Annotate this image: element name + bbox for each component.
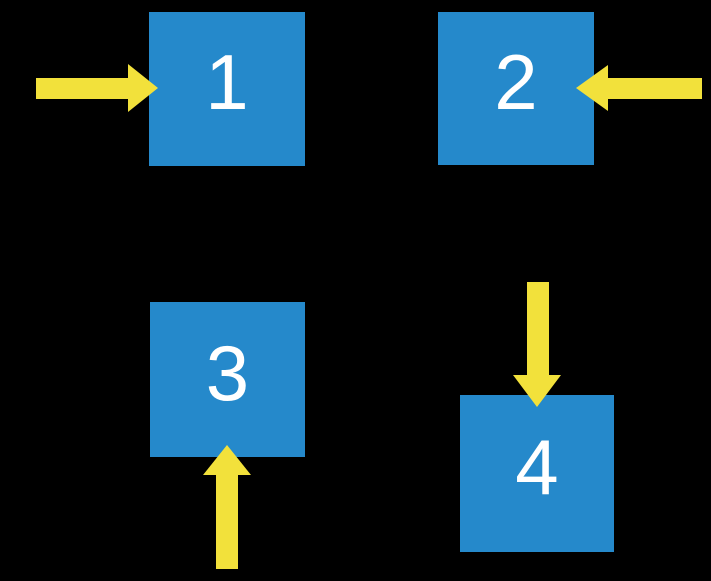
arrow-left-head [576, 65, 608, 111]
square-3: 3 [150, 302, 305, 457]
square-3-label: 3 [205, 328, 250, 417]
square-2: 2 [438, 12, 594, 165]
arrow-up-shaft [216, 475, 238, 569]
arrow-up-icon [203, 445, 252, 569]
square-4: 4 [460, 395, 614, 552]
arrow-left-icon [576, 65, 702, 112]
arrow-down-shaft [527, 282, 549, 375]
arrow-up-head [203, 445, 251, 475]
square-4-label: 4 [515, 422, 559, 511]
arrow-right-head [128, 64, 158, 112]
arrow-down-icon [513, 282, 562, 407]
arrow-right-icon [36, 64, 158, 113]
arrow-left-shaft [608, 78, 702, 99]
square-2-label: 2 [494, 37, 538, 126]
arrow-right-shaft [36, 78, 128, 99]
square-1: 1 [149, 12, 305, 166]
square-1-label: 1 [205, 38, 249, 126]
arrow-down-head [513, 375, 561, 407]
